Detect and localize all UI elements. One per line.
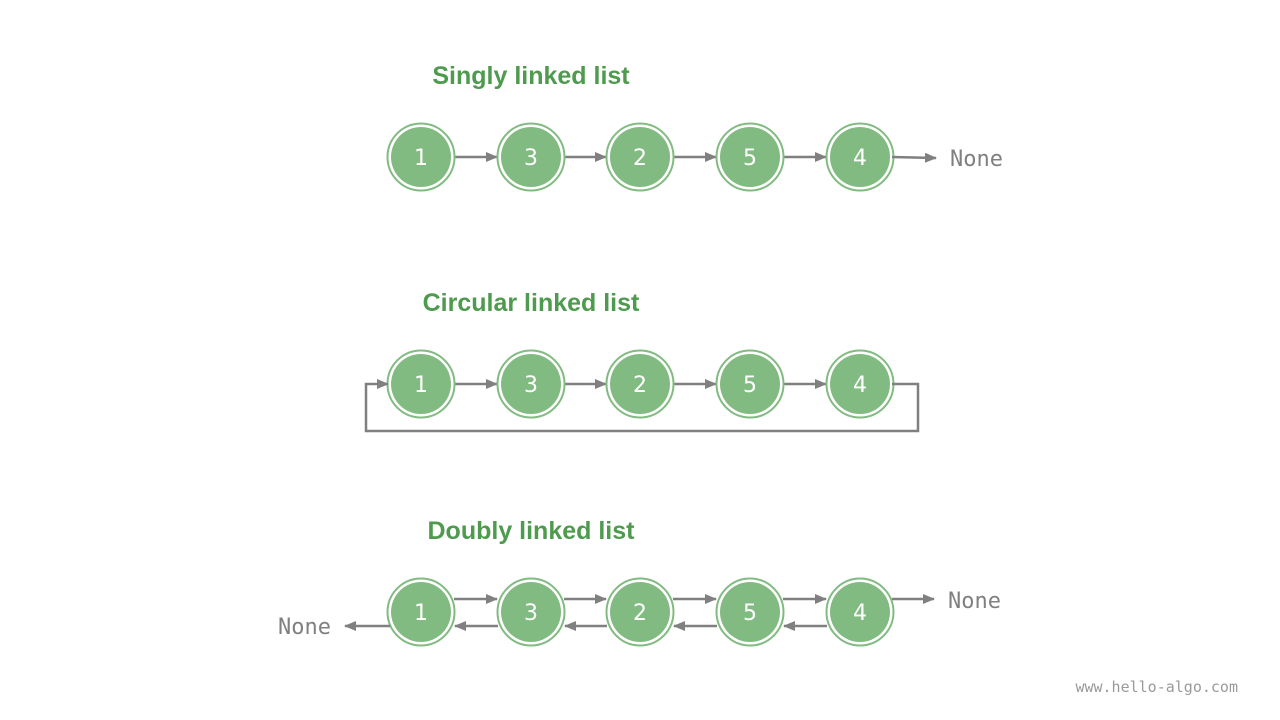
circular-title: Circular linked list — [423, 289, 640, 317]
node-circle — [391, 127, 451, 187]
node-value: 2 — [633, 146, 647, 171]
doubly-node-4: 5 — [715, 577, 785, 647]
node-circle — [610, 127, 670, 187]
node-value: 5 — [743, 601, 757, 626]
node-circle — [391, 354, 451, 414]
node-value: 4 — [853, 601, 867, 626]
circular-node-5: 4 — [825, 349, 895, 419]
node-circle — [610, 582, 670, 642]
node-value: 2 — [633, 373, 647, 398]
node-value: 5 — [743, 146, 757, 171]
node-circle — [720, 127, 780, 187]
node-circle — [830, 582, 890, 642]
node-circle — [720, 582, 780, 642]
circular-node-1: 1 — [386, 349, 456, 419]
node-value: 3 — [524, 146, 538, 171]
circular-loop-arrow — [364, 379, 920, 433]
singly-node-1: 1 — [386, 122, 456, 192]
singly-node-4: 5 — [715, 122, 785, 192]
doubly-tail-none: None — [948, 589, 1001, 614]
node-circle — [610, 354, 670, 414]
node-value: 1 — [414, 601, 428, 626]
singly-tail-arrow — [891, 152, 937, 163]
node-circle — [501, 127, 561, 187]
doubly-node-3: 2 — [605, 577, 675, 647]
doubly-node-1: 1 — [386, 577, 456, 647]
node-value: 1 — [414, 146, 428, 171]
doubly-head-none: None — [278, 615, 331, 640]
node-value: 4 — [853, 373, 867, 398]
circular-node-3: 2 — [605, 349, 675, 419]
node-circle — [391, 582, 451, 642]
circular-node-2: 3 — [496, 349, 566, 419]
singly-linked-list: 1 3 2 5 4 — [386, 122, 895, 192]
node-value: 3 — [524, 601, 538, 626]
node-circle — [830, 127, 890, 187]
singly-node-2: 3 — [496, 122, 566, 192]
node-circle — [830, 354, 890, 414]
circular-linked-list: 1 3 2 5 4 — [386, 349, 895, 419]
node-value: 3 — [524, 373, 538, 398]
node-value: 5 — [743, 373, 757, 398]
singly-tail-none: None — [950, 147, 1003, 172]
doubly-node-5: 4 — [825, 577, 895, 647]
doubly-title: Doubly linked list — [428, 517, 636, 545]
singly-node-5: 4 — [825, 122, 895, 192]
node-circle — [501, 582, 561, 642]
singly-node-3: 2 — [605, 122, 675, 192]
node-circle — [501, 354, 561, 414]
node-value: 2 — [633, 601, 647, 626]
circular-node-4: 5 — [715, 349, 785, 419]
node-value: 4 — [853, 146, 867, 171]
doubly-node-2: 3 — [496, 577, 566, 647]
watermark: www.hello-algo.com — [1075, 678, 1238, 696]
singly-title: Singly linked list — [432, 62, 630, 90]
node-circle — [720, 354, 780, 414]
doubly-linked-list: 1 3 2 5 4 — [386, 577, 895, 647]
node-value: 1 — [414, 373, 428, 398]
